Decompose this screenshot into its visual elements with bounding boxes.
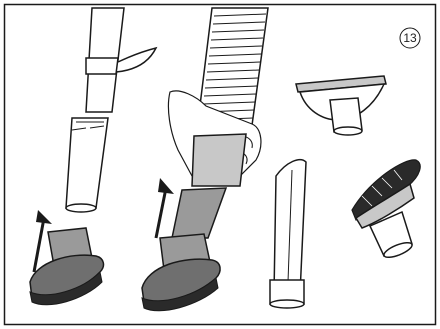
left-tube-assembly [30,8,156,305]
tube-handle-hook [116,48,156,72]
step-number: 13 [403,31,417,45]
tube-ring [86,58,118,74]
crevice-nozzle [270,160,306,308]
upholstery-nozzle [296,76,386,135]
middle-hose-assembly [142,8,268,311]
dusting-brush-detached [352,160,420,260]
handle-tube [172,188,226,238]
tube-end [66,204,96,212]
step-badge: 13 [400,28,420,48]
extension-tube-lower [66,118,108,208]
dusting-brush-head-middle [142,259,220,303]
direction-arrow-middle [156,178,174,238]
hose-handle [192,134,246,186]
